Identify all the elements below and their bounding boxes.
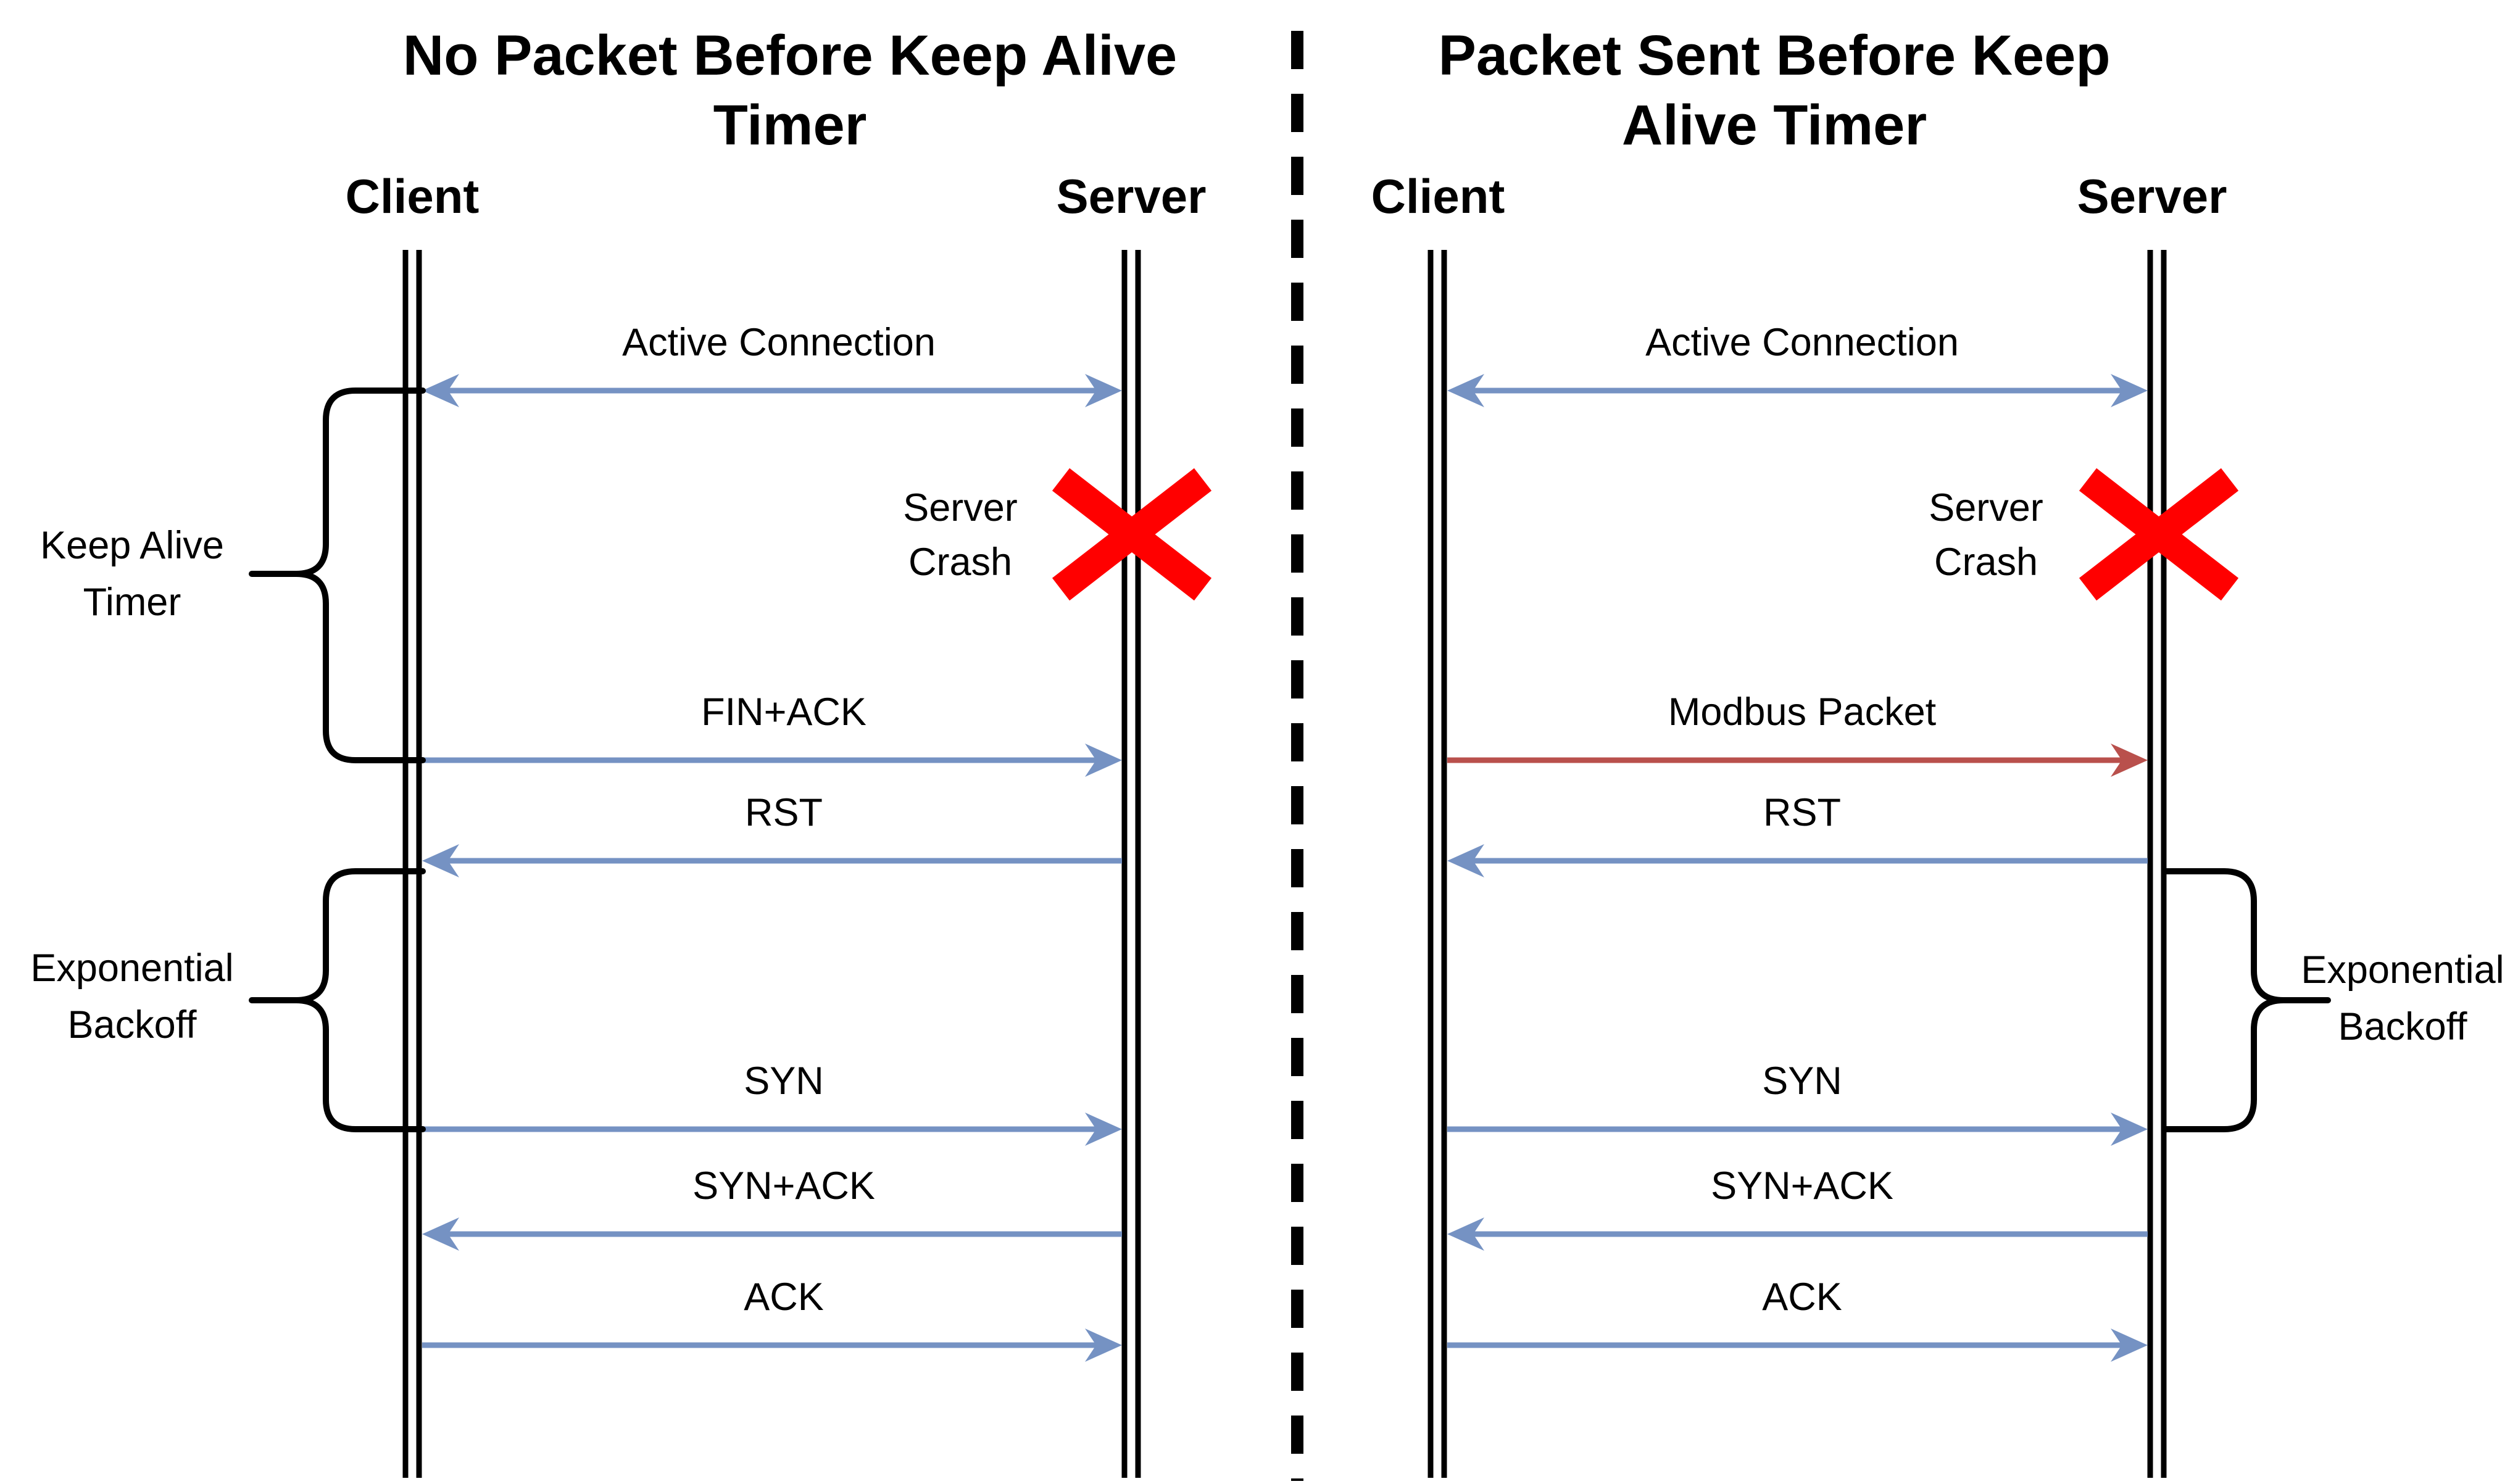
- left-ack-label: ACK: [744, 1275, 824, 1319]
- right-syn-ack-arrowhead: [1447, 1217, 1484, 1251]
- left-active-connection-arrowhead-left: [422, 374, 459, 407]
- left-server-lifeline: [1121, 250, 1141, 1478]
- left-fin-ack-label: FIN+ACK: [701, 690, 866, 734]
- left-backoff-brace: [249, 868, 426, 1132]
- left-backoff-brace-group: Exponential Backoff: [30, 868, 426, 1132]
- keep-alive-label-line2: Timer: [83, 581, 181, 624]
- right-client-label: Client: [1371, 169, 1505, 223]
- right-rst-arrowhead: [1447, 844, 1484, 877]
- right-active-connection-label: Active Connection: [1645, 321, 1959, 364]
- right-backoff-brace-group: Exponential Backoff: [2162, 868, 2504, 1132]
- right-backoff-brace: [2162, 868, 2331, 1132]
- left-diagram: No Packet Before Keep Alive Timer Client…: [30, 24, 1212, 1478]
- left-active-connection-label: Active Connection: [622, 321, 936, 364]
- left-message-syn-ack: SYN+ACK: [422, 1164, 1122, 1251]
- right-crash-label-line1: Server: [1929, 486, 2043, 529]
- right-active-connection-arrowhead-right: [2111, 374, 2148, 407]
- right-active-connection-arrowhead-left: [1447, 374, 1484, 407]
- left-fin-ack-arrowhead: [1085, 744, 1122, 777]
- right-server-crash: Server Crash: [1929, 468, 2239, 601]
- right-rst-label: RST: [1763, 791, 1841, 834]
- left-crash-x-icon: [1052, 468, 1212, 601]
- left-title-line1: No Packet Before Keep Alive: [403, 24, 1177, 87]
- right-crash-x-icon: [2079, 468, 2239, 601]
- right-server-lifeline: [2147, 250, 2167, 1478]
- right-modbus-packet-arrowhead: [2111, 744, 2148, 777]
- right-server-label: Server: [2077, 169, 2227, 223]
- left-message-rst: RST: [422, 791, 1122, 877]
- right-message-modbus-packet: Modbus Packet: [1447, 690, 2148, 777]
- left-ack-arrowhead: [1085, 1329, 1122, 1362]
- left-crash-label-line2: Crash: [908, 541, 1012, 584]
- right-message-syn-ack: SYN+ACK: [1447, 1164, 2148, 1251]
- right-client-lifeline: [1427, 250, 1447, 1478]
- left-client-lifeline: [402, 250, 422, 1478]
- right-message-rst: RST: [1447, 791, 2148, 877]
- right-syn-arrowhead: [2111, 1113, 2148, 1146]
- left-backoff-label-line2: Backoff: [68, 1003, 197, 1047]
- left-client-label: Client: [346, 169, 480, 223]
- right-syn-ack-label: SYN+ACK: [1711, 1164, 1893, 1208]
- right-ack-arrowhead: [2111, 1329, 2148, 1362]
- left-message-fin-ack: FIN+ACK: [422, 690, 1122, 777]
- right-modbus-packet-label: Modbus Packet: [1668, 690, 1937, 734]
- right-diagram: Packet Sent Before Keep Alive Timer Clie…: [1371, 24, 2504, 1478]
- left-message-active-connection: Active Connection: [422, 321, 1122, 407]
- left-syn-ack-label: SYN+ACK: [692, 1164, 875, 1208]
- right-crash-x-stroke2: [2079, 468, 2239, 601]
- left-keep-alive-brace-group: Keep Alive Timer: [40, 388, 426, 763]
- left-server-label: Server: [1057, 169, 1207, 223]
- left-message-ack: ACK: [422, 1275, 1122, 1362]
- left-message-syn: SYN: [422, 1059, 1122, 1146]
- right-crash-label-line2: Crash: [1934, 541, 2038, 584]
- right-message-syn: SYN: [1447, 1059, 2148, 1146]
- left-backoff-label-line1: Exponential: [30, 947, 233, 990]
- left-syn-label: SYN: [744, 1059, 824, 1103]
- right-title-line2: Alive Timer: [1622, 94, 1927, 157]
- right-backoff-label-line2: Backoff: [2338, 1005, 2467, 1048]
- right-message-ack: ACK: [1447, 1275, 2148, 1362]
- left-syn-ack-arrowhead: [422, 1217, 459, 1251]
- keep-alive-label-line1: Keep Alive: [40, 524, 224, 567]
- left-title-line2: Timer: [713, 94, 867, 157]
- left-rst-arrowhead: [422, 844, 459, 877]
- right-backoff-label-line1: Exponential: [2301, 948, 2504, 992]
- left-active-connection-arrowhead-right: [1085, 374, 1122, 407]
- left-rst-label: RST: [745, 791, 823, 834]
- right-message-active-connection: Active Connection: [1447, 321, 2148, 407]
- left-server-crash: Server Crash: [903, 468, 1212, 601]
- keep-alive-brace: [249, 388, 426, 763]
- right-ack-label: ACK: [1762, 1275, 1842, 1319]
- left-syn-arrowhead: [1085, 1113, 1122, 1146]
- right-title-line1: Packet Sent Before Keep: [1438, 24, 2110, 87]
- left-crash-label-line1: Server: [903, 486, 1018, 529]
- right-syn-label: SYN: [1762, 1059, 1842, 1103]
- left-crash-x-stroke2: [1052, 468, 1212, 601]
